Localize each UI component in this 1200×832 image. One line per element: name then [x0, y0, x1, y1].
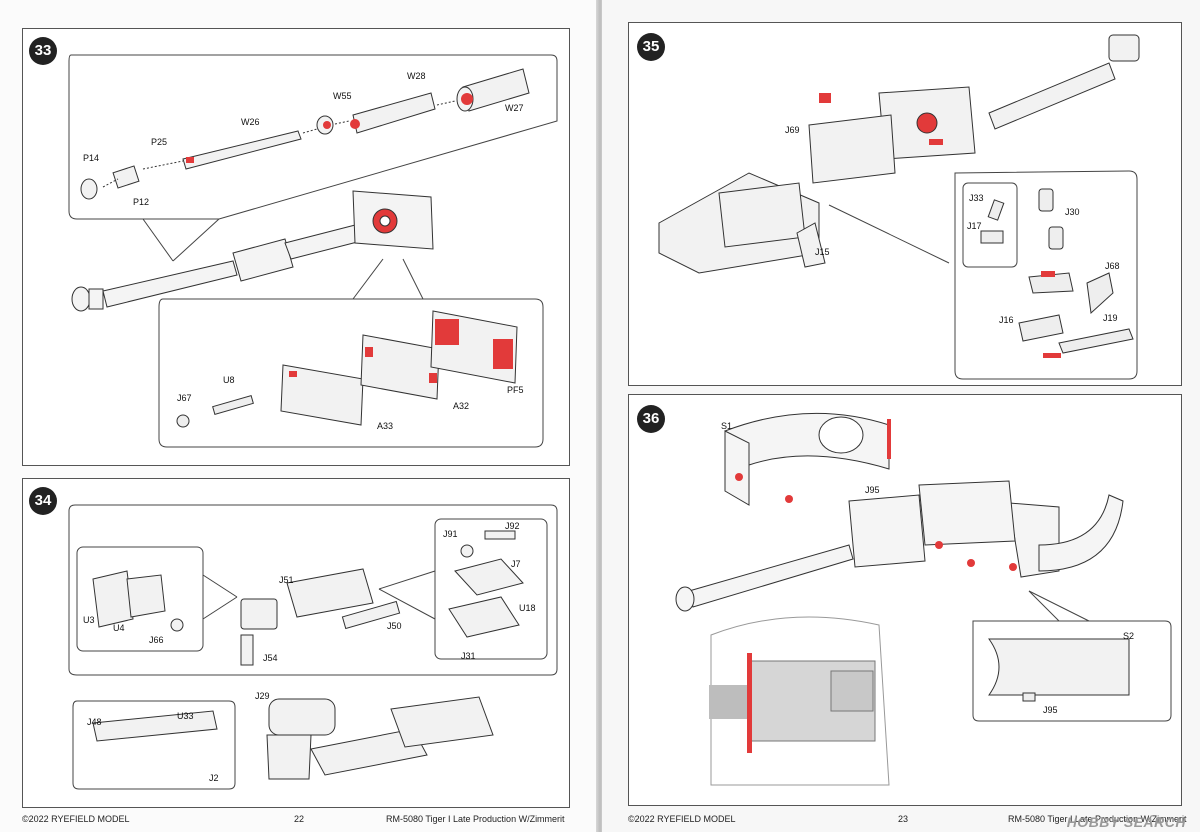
footer-right-copyright: ©2022 RYEFIELD MODEL — [628, 814, 736, 824]
label-j2: J2 — [209, 773, 219, 783]
left-page: 33 — [0, 0, 598, 832]
label-p12: P12 — [133, 197, 149, 207]
label-j51: J51 — [279, 575, 294, 585]
footer-left-copyright: ©2022 RYEFIELD MODEL — [22, 814, 130, 824]
label-j31: J31 — [461, 651, 476, 661]
label-j15: J15 — [815, 247, 830, 257]
step-33-illustration: P14 P25 P12 W26 W55 W28 W27 — [68, 54, 558, 448]
label-j66: J66 — [149, 635, 164, 645]
label-j30: J30 — [1065, 207, 1080, 217]
label-j95: J95 — [865, 485, 880, 495]
label-j68: J68 — [1105, 261, 1120, 271]
label-s2: S2 — [1123, 631, 1134, 641]
label-j16: J16 — [999, 315, 1014, 325]
label-j67: J67 — [177, 393, 192, 403]
footer-left-product: RM-5080 Tiger I Late Production W/Zimmer… — [386, 814, 565, 824]
label-pf5: PF5 — [507, 385, 524, 395]
label-j48: J48 — [87, 717, 102, 727]
label-j54: J54 — [263, 653, 278, 663]
label-u3: U3 — [83, 615, 95, 625]
label-j92: J92 — [505, 521, 520, 531]
label-u33: U33 — [177, 711, 194, 721]
label-j33: J33 — [969, 193, 984, 203]
label-u18: U18 — [519, 603, 536, 613]
label-w28: W28 — [407, 71, 426, 81]
label-w55: W55 — [333, 91, 352, 101]
hobby-search-watermark: HOBBY SEARCH — [1066, 814, 1186, 830]
label-j50: J50 — [387, 621, 402, 631]
step-33-panel: 33 — [22, 28, 570, 466]
step-34-number: 34 — [29, 487, 57, 515]
step-36-illustration: S1 J95 S2 J95 — [675, 412, 1172, 786]
label-w26: W26 — [241, 117, 260, 127]
label-j69: J69 — [785, 125, 800, 135]
label-j29: J29 — [255, 691, 270, 701]
label-j91: J91 — [443, 529, 458, 539]
label-p14: P14 — [83, 153, 99, 163]
label-s1: S1 — [721, 421, 732, 431]
label-u4: U4 — [113, 623, 125, 633]
step-34-illustration: U3 U4 J66 J51 J54 J50 J91 J92 J7 U18 J31… — [68, 504, 558, 790]
label-j19: J19 — [1103, 313, 1118, 323]
footer-left-page-number: 22 — [294, 814, 305, 824]
right-page: 35 J69 J15 — [602, 0, 1200, 832]
step-34-panel: 34 U3 U4 J66 — [22, 478, 570, 808]
label-w27: W27 — [505, 103, 524, 113]
step-35-number: 35 — [637, 33, 665, 61]
step-36-number: 36 — [637, 405, 665, 433]
label-u8: U8 — [223, 375, 235, 385]
label-a32: A32 — [453, 401, 469, 411]
footer-right-product: RM-5080 Tiger I Late Production W/Zimmer… — [1008, 814, 1187, 824]
step-35-panel: 35 J69 J15 — [628, 22, 1182, 386]
step-35-illustration: J69 J15 J33 J30 J17 J68 J16 J19 — [658, 34, 1140, 380]
book-gutter — [596, 0, 604, 832]
label-j95-inset: J95 — [1043, 705, 1058, 715]
label-a33: A33 — [377, 421, 393, 431]
label-j7: J7 — [511, 559, 521, 569]
footer-right-page-number: 23 — [898, 814, 909, 824]
label-j17: J17 — [967, 221, 982, 231]
label-p25: P25 — [151, 137, 167, 147]
step-36-panel: 36 S1 J95 — [628, 394, 1182, 806]
step-33-number: 33 — [29, 37, 57, 65]
